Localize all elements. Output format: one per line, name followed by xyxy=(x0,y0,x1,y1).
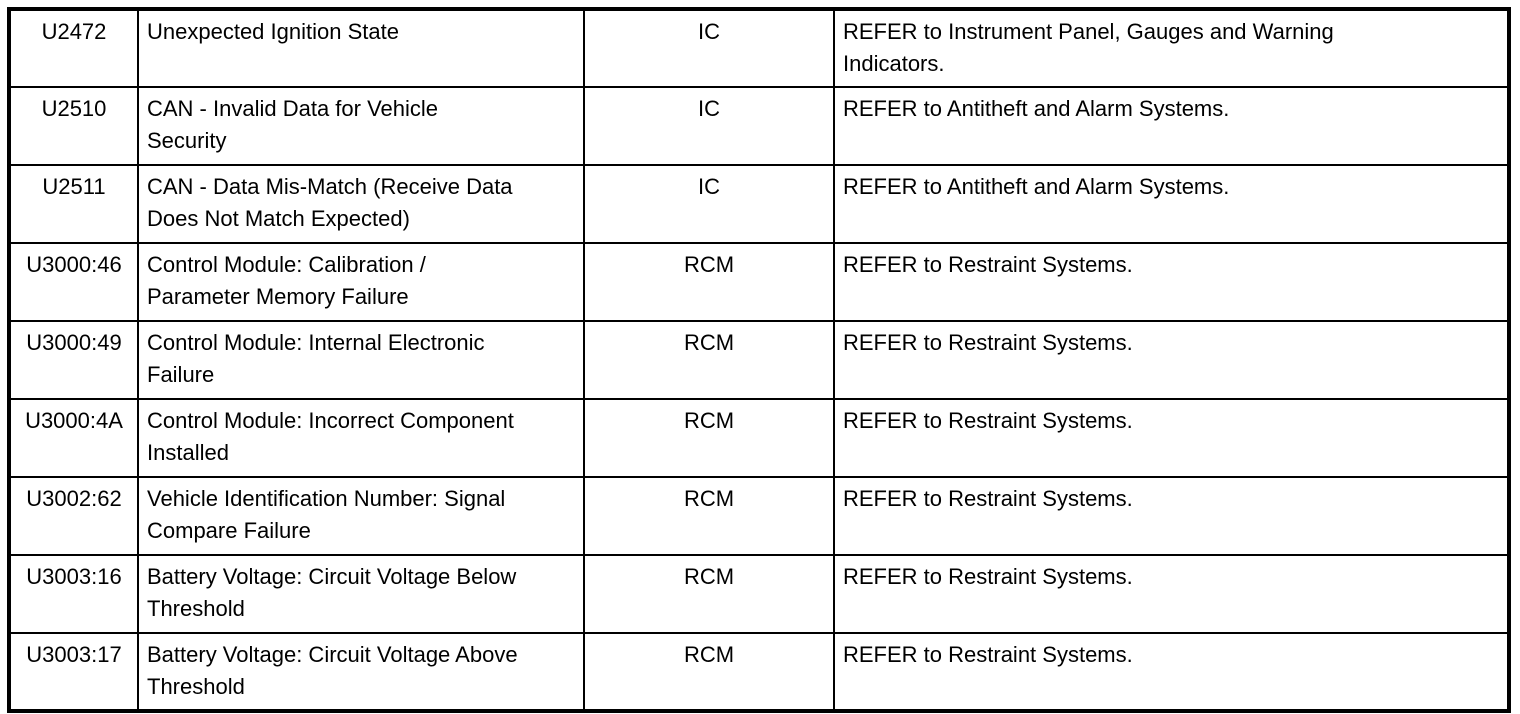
dtc-row: U3003:16 Battery Voltage: Circuit Voltag… xyxy=(8,554,1510,634)
dtc-description-cell: CAN - Invalid Data for Vehicle Security xyxy=(137,86,585,166)
dtc-code-cell: U3003:17 xyxy=(8,632,139,712)
dtc-row: U3000:49 Control Module: Internal Electr… xyxy=(8,320,1510,400)
dtc-row: U3002:62 Vehicle Identification Number: … xyxy=(8,476,1510,556)
dtc-description-cell: Control Module: Calibration / Parameter … xyxy=(137,242,585,322)
dtc-action-cell: REFER to Restraint Systems. xyxy=(833,320,1510,400)
dtc-action-cell: REFER to Restraint Systems. xyxy=(833,632,1510,712)
dtc-code-cell: U3000:49 xyxy=(8,320,139,400)
dtc-action-cell: REFER to Restraint Systems. xyxy=(833,476,1510,556)
dtc-row: U3000:4A Control Module: Incorrect Compo… xyxy=(8,398,1510,478)
dtc-action-cell: REFER to Instrument Panel, Gauges and Wa… xyxy=(833,8,1510,88)
dtc-module-cell: RCM xyxy=(583,242,835,322)
dtc-module-cell: RCM xyxy=(583,320,835,400)
dtc-action-cell: REFER to Restraint Systems. xyxy=(833,554,1510,634)
dtc-code-cell: U3000:46 xyxy=(8,242,139,322)
dtc-row: U3003:17 Battery Voltage: Circuit Voltag… xyxy=(8,632,1510,712)
dtc-row: U3000:46 Control Module: Calibration / P… xyxy=(8,242,1510,322)
dtc-module-cell: IC xyxy=(583,86,835,166)
dtc-description-cell: Control Module: Incorrect Component Inst… xyxy=(137,398,585,478)
dtc-module-cell: RCM xyxy=(583,554,835,634)
dtc-description-cell: Unexpected Ignition State xyxy=(137,8,585,88)
dtc-code-cell: U3003:16 xyxy=(8,554,139,634)
dtc-action-cell: REFER to Antitheft and Alarm Systems. xyxy=(833,164,1510,244)
dtc-action-cell: REFER to Antitheft and Alarm Systems. xyxy=(833,86,1510,166)
dtc-code-cell: U3000:4A xyxy=(8,398,139,478)
dtc-description-cell: CAN - Data Mis-Match (Receive Data Does … xyxy=(137,164,585,244)
dtc-module-cell: IC xyxy=(583,8,835,88)
dtc-action-cell: REFER to Restraint Systems. xyxy=(833,398,1510,478)
dtc-description-cell: Battery Voltage: Circuit Voltage Above T… xyxy=(137,632,585,712)
dtc-module-cell: RCM xyxy=(583,476,835,556)
dtc-description-cell: Battery Voltage: Circuit Voltage Below T… xyxy=(137,554,585,634)
dtc-module-cell: RCM xyxy=(583,632,835,712)
dtc-module-cell: RCM xyxy=(583,398,835,478)
dtc-code-cell: U2510 xyxy=(8,86,139,166)
dtc-code-cell: U2511 xyxy=(8,164,139,244)
dtc-code-cell: U2472 xyxy=(8,8,139,88)
dtc-row: U2510 CAN - Invalid Data for Vehicle Sec… xyxy=(8,86,1510,166)
dtc-action-cell: REFER to Restraint Systems. xyxy=(833,242,1510,322)
dtc-description-cell: Vehicle Identification Number: Signal Co… xyxy=(137,476,585,556)
dtc-table: U2472 Unexpected Ignition State IC REFER… xyxy=(7,7,1511,713)
dtc-row: U2472 Unexpected Ignition State IC REFER… xyxy=(8,8,1510,88)
dtc-description-cell: Control Module: Internal Electronic Fail… xyxy=(137,320,585,400)
dtc-code-cell: U3002:62 xyxy=(8,476,139,556)
dtc-module-cell: IC xyxy=(583,164,835,244)
dtc-row: U2511 CAN - Data Mis-Match (Receive Data… xyxy=(8,164,1510,244)
